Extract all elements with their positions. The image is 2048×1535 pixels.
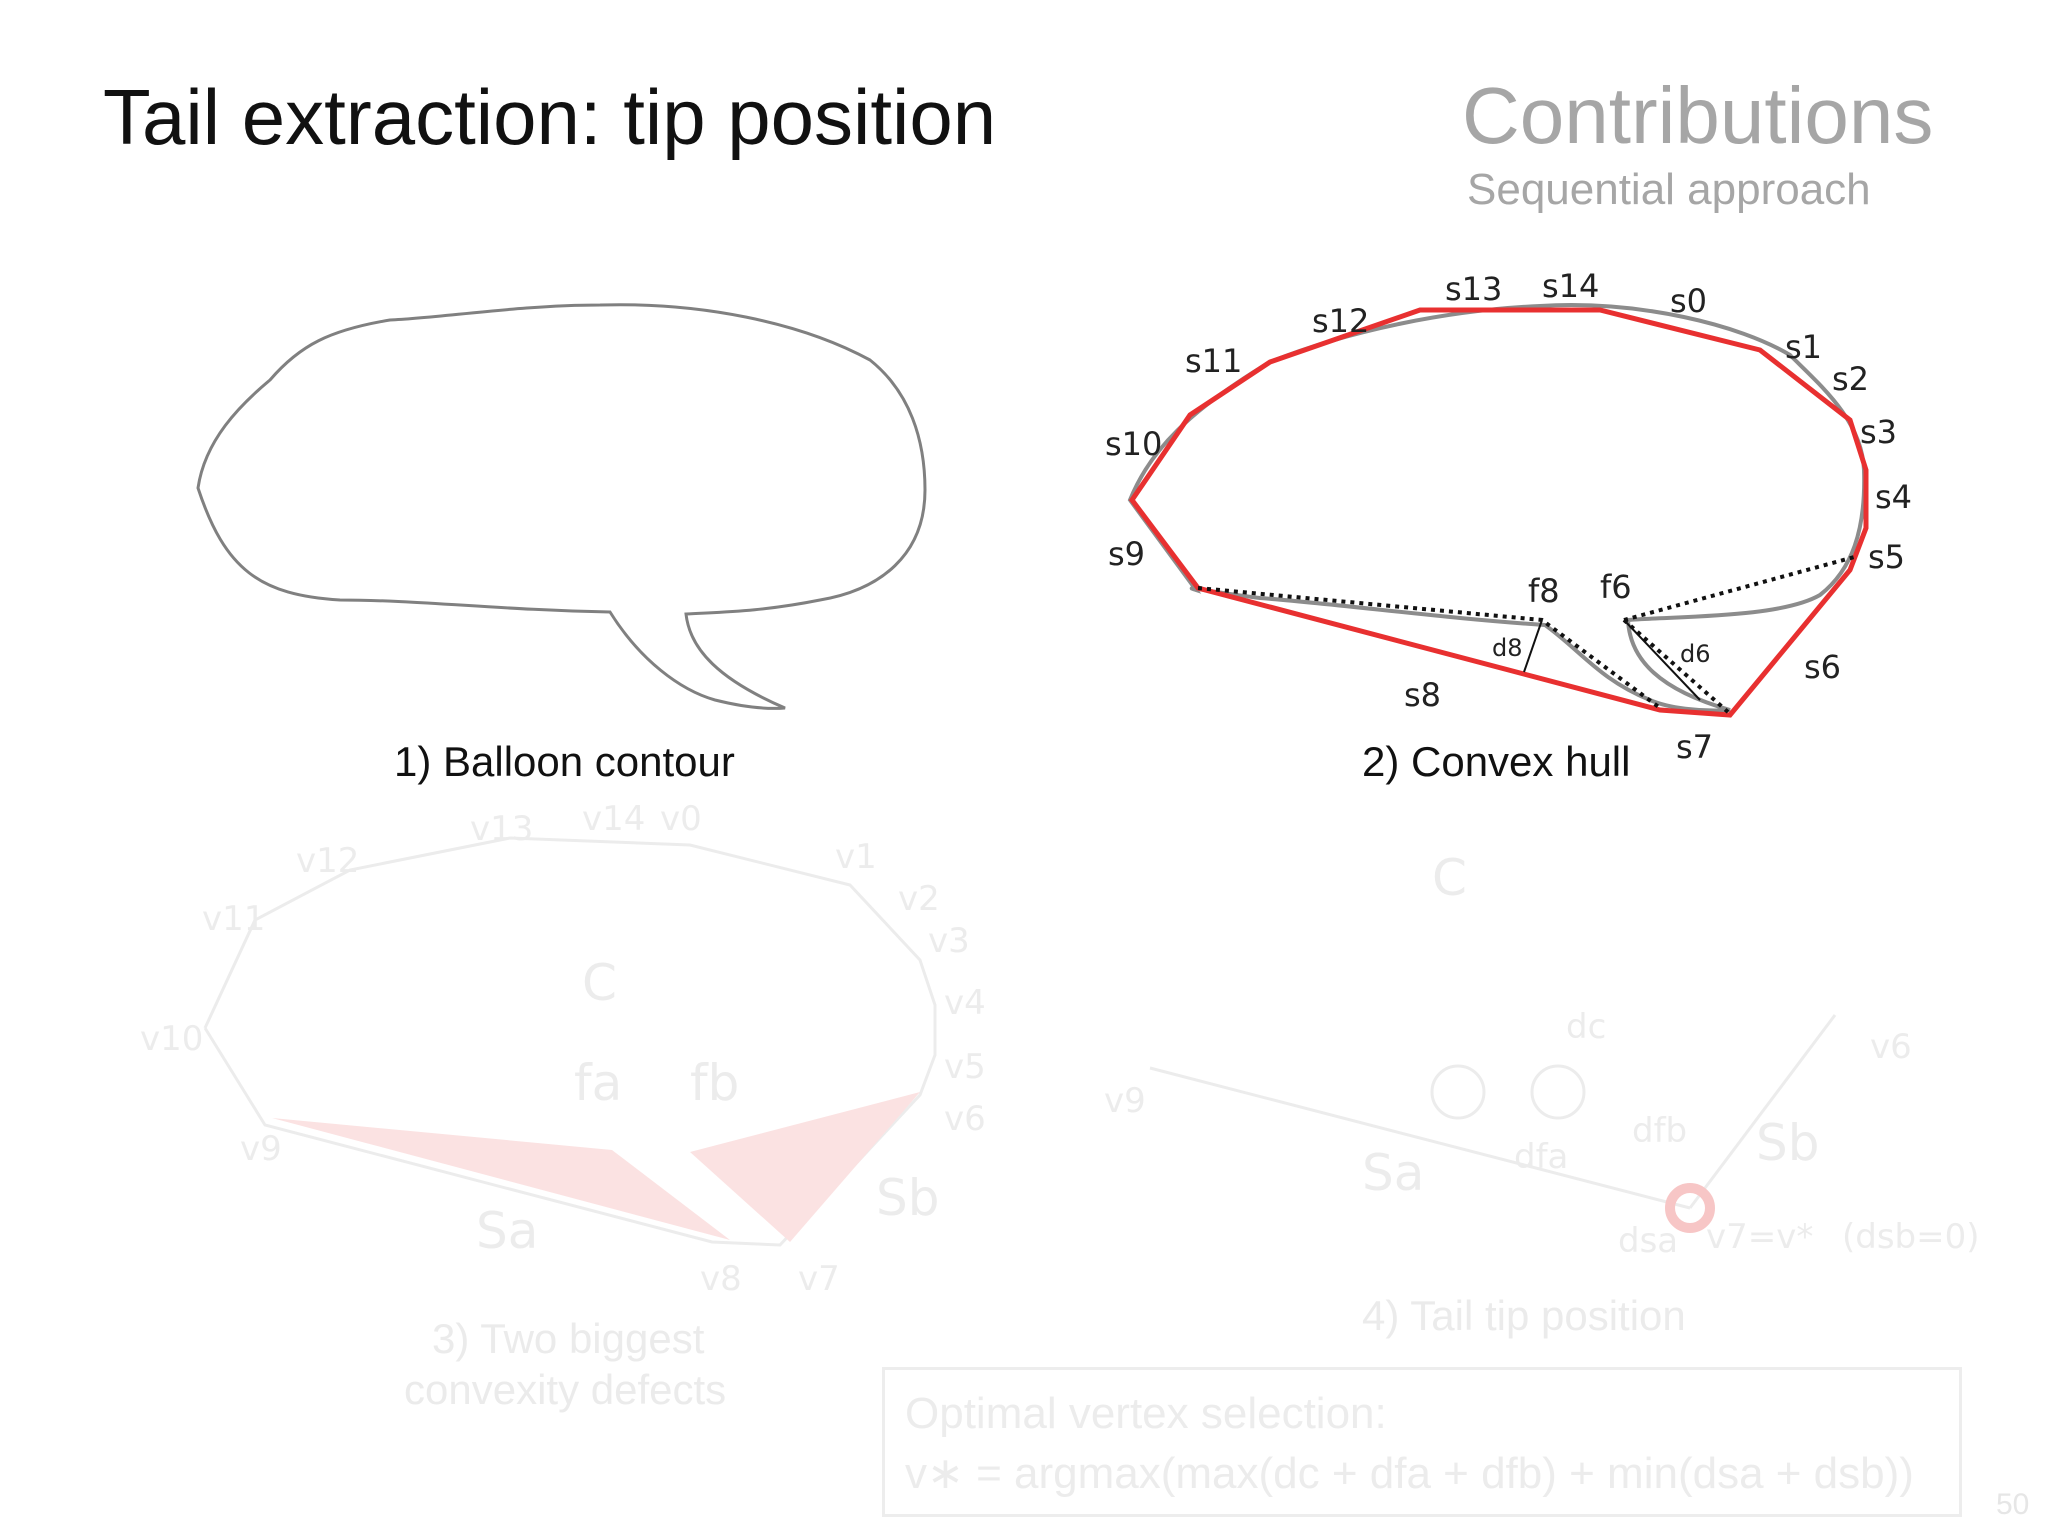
convex-hull-polygon xyxy=(1128,307,1869,718)
label-v7: v7 xyxy=(798,1259,840,1299)
label-d6: d6 xyxy=(1680,640,1711,668)
label-v9-4: v9 xyxy=(1104,1081,1146,1121)
section-title: Contributions xyxy=(1462,71,1934,160)
label-s2: s2 xyxy=(1832,360,1869,398)
section-subtitle: Sequential approach xyxy=(1467,165,1871,214)
label-v2: v2 xyxy=(898,879,940,919)
balloon-contour-figure xyxy=(196,303,927,710)
label-v0: v0 xyxy=(660,799,702,839)
label-v6-4: v6 xyxy=(1870,1027,1912,1067)
label-v10: v10 xyxy=(140,1019,203,1059)
faded-segment-sa xyxy=(1149,1066,1691,1210)
label-v3: v3 xyxy=(928,921,970,961)
tail-tip-figure: C dc v6 v9 dfb dfa Sa Sb dsa v7=v* (dsb=… xyxy=(1104,849,1980,1261)
label-s6: s6 xyxy=(1804,648,1841,686)
label-s3: s3 xyxy=(1860,413,1897,451)
label-v7-star: v7=v* xyxy=(1706,1217,1813,1257)
label-v8: v8 xyxy=(700,1259,742,1299)
label-v4: v4 xyxy=(944,983,986,1023)
label-s7: s7 xyxy=(1676,728,1713,766)
label-dc: dc xyxy=(1566,1007,1606,1047)
caption-defects-line1: 3) Two biggest xyxy=(432,1315,705,1362)
page-number: 50 xyxy=(1996,1488,2030,1521)
caption-defects-line2: convexity defects xyxy=(404,1366,727,1413)
label-v9: v9 xyxy=(240,1129,282,1169)
label-dfa: dfa xyxy=(1514,1137,1568,1177)
label-c4: C xyxy=(1432,849,1467,907)
tail-tip-marker xyxy=(1665,1183,1715,1233)
defect-dotted-b xyxy=(1623,554,1859,622)
defect-triangle-b xyxy=(690,1092,920,1242)
label-dsa: dsa xyxy=(1618,1221,1678,1261)
balloon-contour-path xyxy=(196,303,927,710)
defect-dotted-c xyxy=(1622,618,1730,714)
label-v12: v12 xyxy=(296,841,359,881)
label-s9: s9 xyxy=(1108,535,1145,573)
contour-path xyxy=(1127,303,1867,713)
caption-balloon-contour: 1) Balloon contour xyxy=(394,738,735,785)
label-fa: fa xyxy=(574,1054,622,1112)
label-v6: v6 xyxy=(944,1099,986,1139)
label-s1: s1 xyxy=(1785,328,1822,366)
label-f8: f8 xyxy=(1528,572,1560,610)
label-v1: v1 xyxy=(835,837,877,877)
label-v13: v13 xyxy=(470,809,533,849)
formula-box: Optimal vertex selection: v∗ = argmax(ma… xyxy=(882,1367,1962,1517)
depth-d6-line xyxy=(1623,619,1701,701)
depth-d8-line xyxy=(1523,619,1543,673)
label-v14: v14 xyxy=(582,799,645,839)
label-s8: s8 xyxy=(1404,676,1441,714)
label-v5: v5 xyxy=(944,1047,986,1087)
label-sa: Sa xyxy=(476,1202,538,1260)
label-s0: s0 xyxy=(1670,282,1707,320)
label-sb: Sb xyxy=(876,1169,939,1227)
caption-convex-hull: 2) Convex hull xyxy=(1362,738,1631,785)
label-s10: s10 xyxy=(1105,425,1162,463)
slide-title: Tail extraction: tip position xyxy=(103,73,997,161)
faded-segment-sb xyxy=(1688,1014,1837,1209)
formula-title: Optimal vertex selection: xyxy=(905,1389,1387,1438)
label-d8: d8 xyxy=(1492,634,1523,662)
convex-hull-figure: s13 s14 s0 s12 s11 s10 s9 s1 s2 s3 s4 s5… xyxy=(1105,267,1912,766)
label-sb-4: Sb xyxy=(1756,1114,1819,1172)
label-s11: s11 xyxy=(1185,342,1242,380)
defect-triangle-a xyxy=(272,1118,730,1240)
formula-expression: v∗ = argmax(max(dc + dfa + dfb) + min(ds… xyxy=(905,1449,1914,1498)
label-dfb: dfb xyxy=(1632,1111,1687,1151)
caption-tail-tip: 4) Tail tip position xyxy=(1362,1292,1686,1339)
label-sa-4: Sa xyxy=(1362,1144,1424,1202)
faded-circle-fa xyxy=(1430,1064,1486,1120)
label-s12: s12 xyxy=(1312,302,1369,340)
label-s13: s13 xyxy=(1445,270,1502,308)
label-s14: s14 xyxy=(1542,267,1599,305)
label-f6: f6 xyxy=(1600,568,1632,606)
label-dsb-zero: (dsb=0) xyxy=(1842,1217,1980,1257)
faded-hull-polyline xyxy=(203,836,937,1247)
faded-circle-fb xyxy=(1530,1064,1586,1120)
label-c-center: C xyxy=(582,954,617,1012)
convexity-defects-figure: v13 v14 v0 v12 v11 v10 v9 v1 v2 v3 v4 v5… xyxy=(140,799,986,1299)
label-s4: s4 xyxy=(1875,478,1912,516)
label-s5: s5 xyxy=(1868,538,1905,576)
label-v11: v11 xyxy=(202,899,265,939)
label-fb: fb xyxy=(690,1054,739,1112)
